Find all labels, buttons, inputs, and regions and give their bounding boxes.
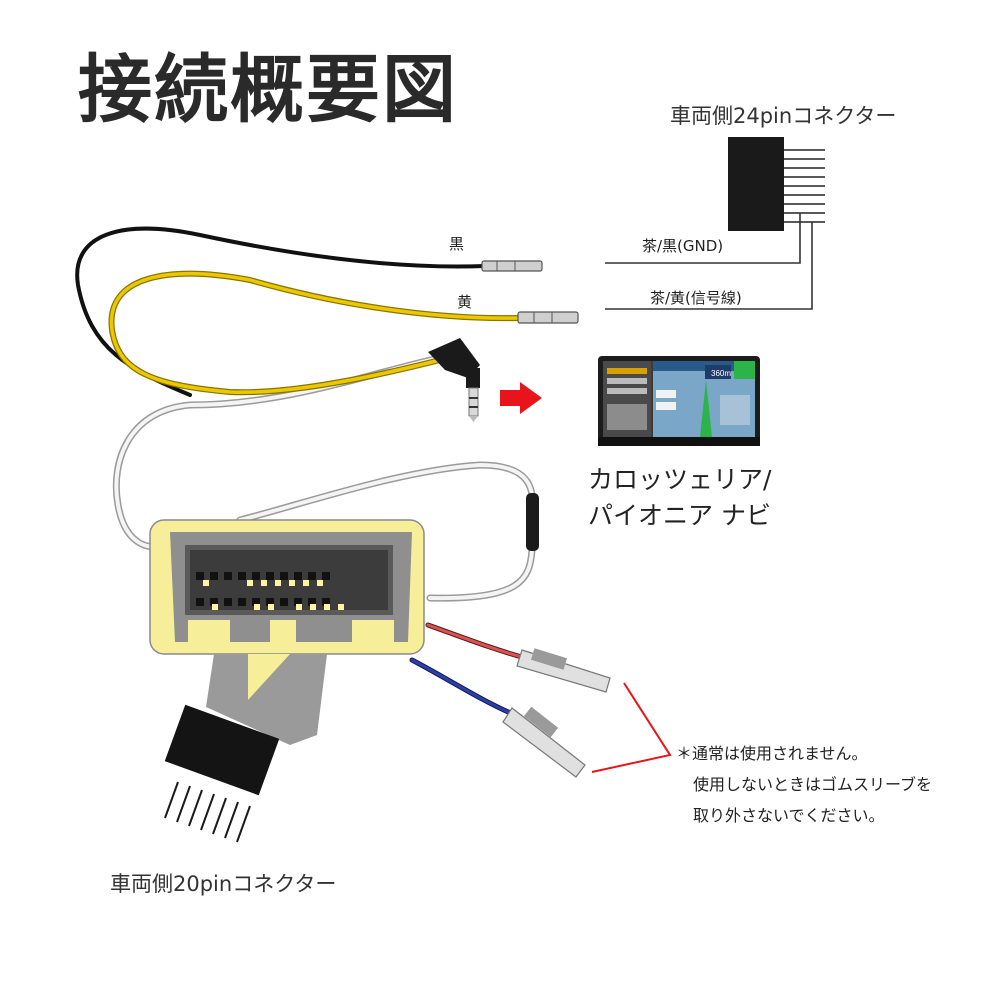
yellow-wire-label: 黄 (457, 293, 473, 311)
right-arrow-icon (500, 382, 542, 414)
black-wire-terminal-icon (481, 260, 543, 272)
audio-plug-icon (428, 338, 480, 422)
wire-sleeve-icon (526, 493, 539, 551)
brown-black-wire-label: 茶/黒(GND) (642, 237, 724, 255)
usage-note: ＊通常は使用されません。 使用しないときはゴムスリーブを 取り外さないでください… (676, 738, 932, 831)
connector-24pin-label: 車両側24pinコネクター (670, 104, 897, 128)
connector-20pin-icon (149, 519, 425, 843)
blue-wire-terminal-icon (502, 706, 586, 778)
red-wire-terminal-icon (516, 648, 611, 693)
page-title: 接続概要図 (78, 47, 458, 133)
note-pointer (591, 682, 672, 773)
usage-note-line3: 取り外さないでください。 (693, 806, 885, 825)
navi-label-line2: パイオニア ナビ (588, 501, 771, 530)
brown-yellow-wire-label: 茶/黄(信号線) (650, 289, 742, 307)
navi-label: カロッツェリア/ パイオニア ナビ (588, 462, 771, 534)
harness-wires (75, 226, 536, 718)
usage-note-line1: ＊通常は使用されません。 (676, 744, 868, 763)
black-wire-label: 黒 (449, 235, 465, 253)
usage-note-line2: 使用しないときはゴムスリーブを (693, 775, 933, 794)
yellow-wire-terminal-icon (517, 311, 579, 324)
navi-distance-readout: 360m (711, 369, 731, 378)
navi-label-line1: カロッツェリア/ (588, 465, 772, 494)
navi-unit-icon (598, 356, 760, 446)
connector-24pin-icon (605, 137, 825, 310)
connector-20pin-label: 車両側20pinコネクター (110, 872, 337, 896)
